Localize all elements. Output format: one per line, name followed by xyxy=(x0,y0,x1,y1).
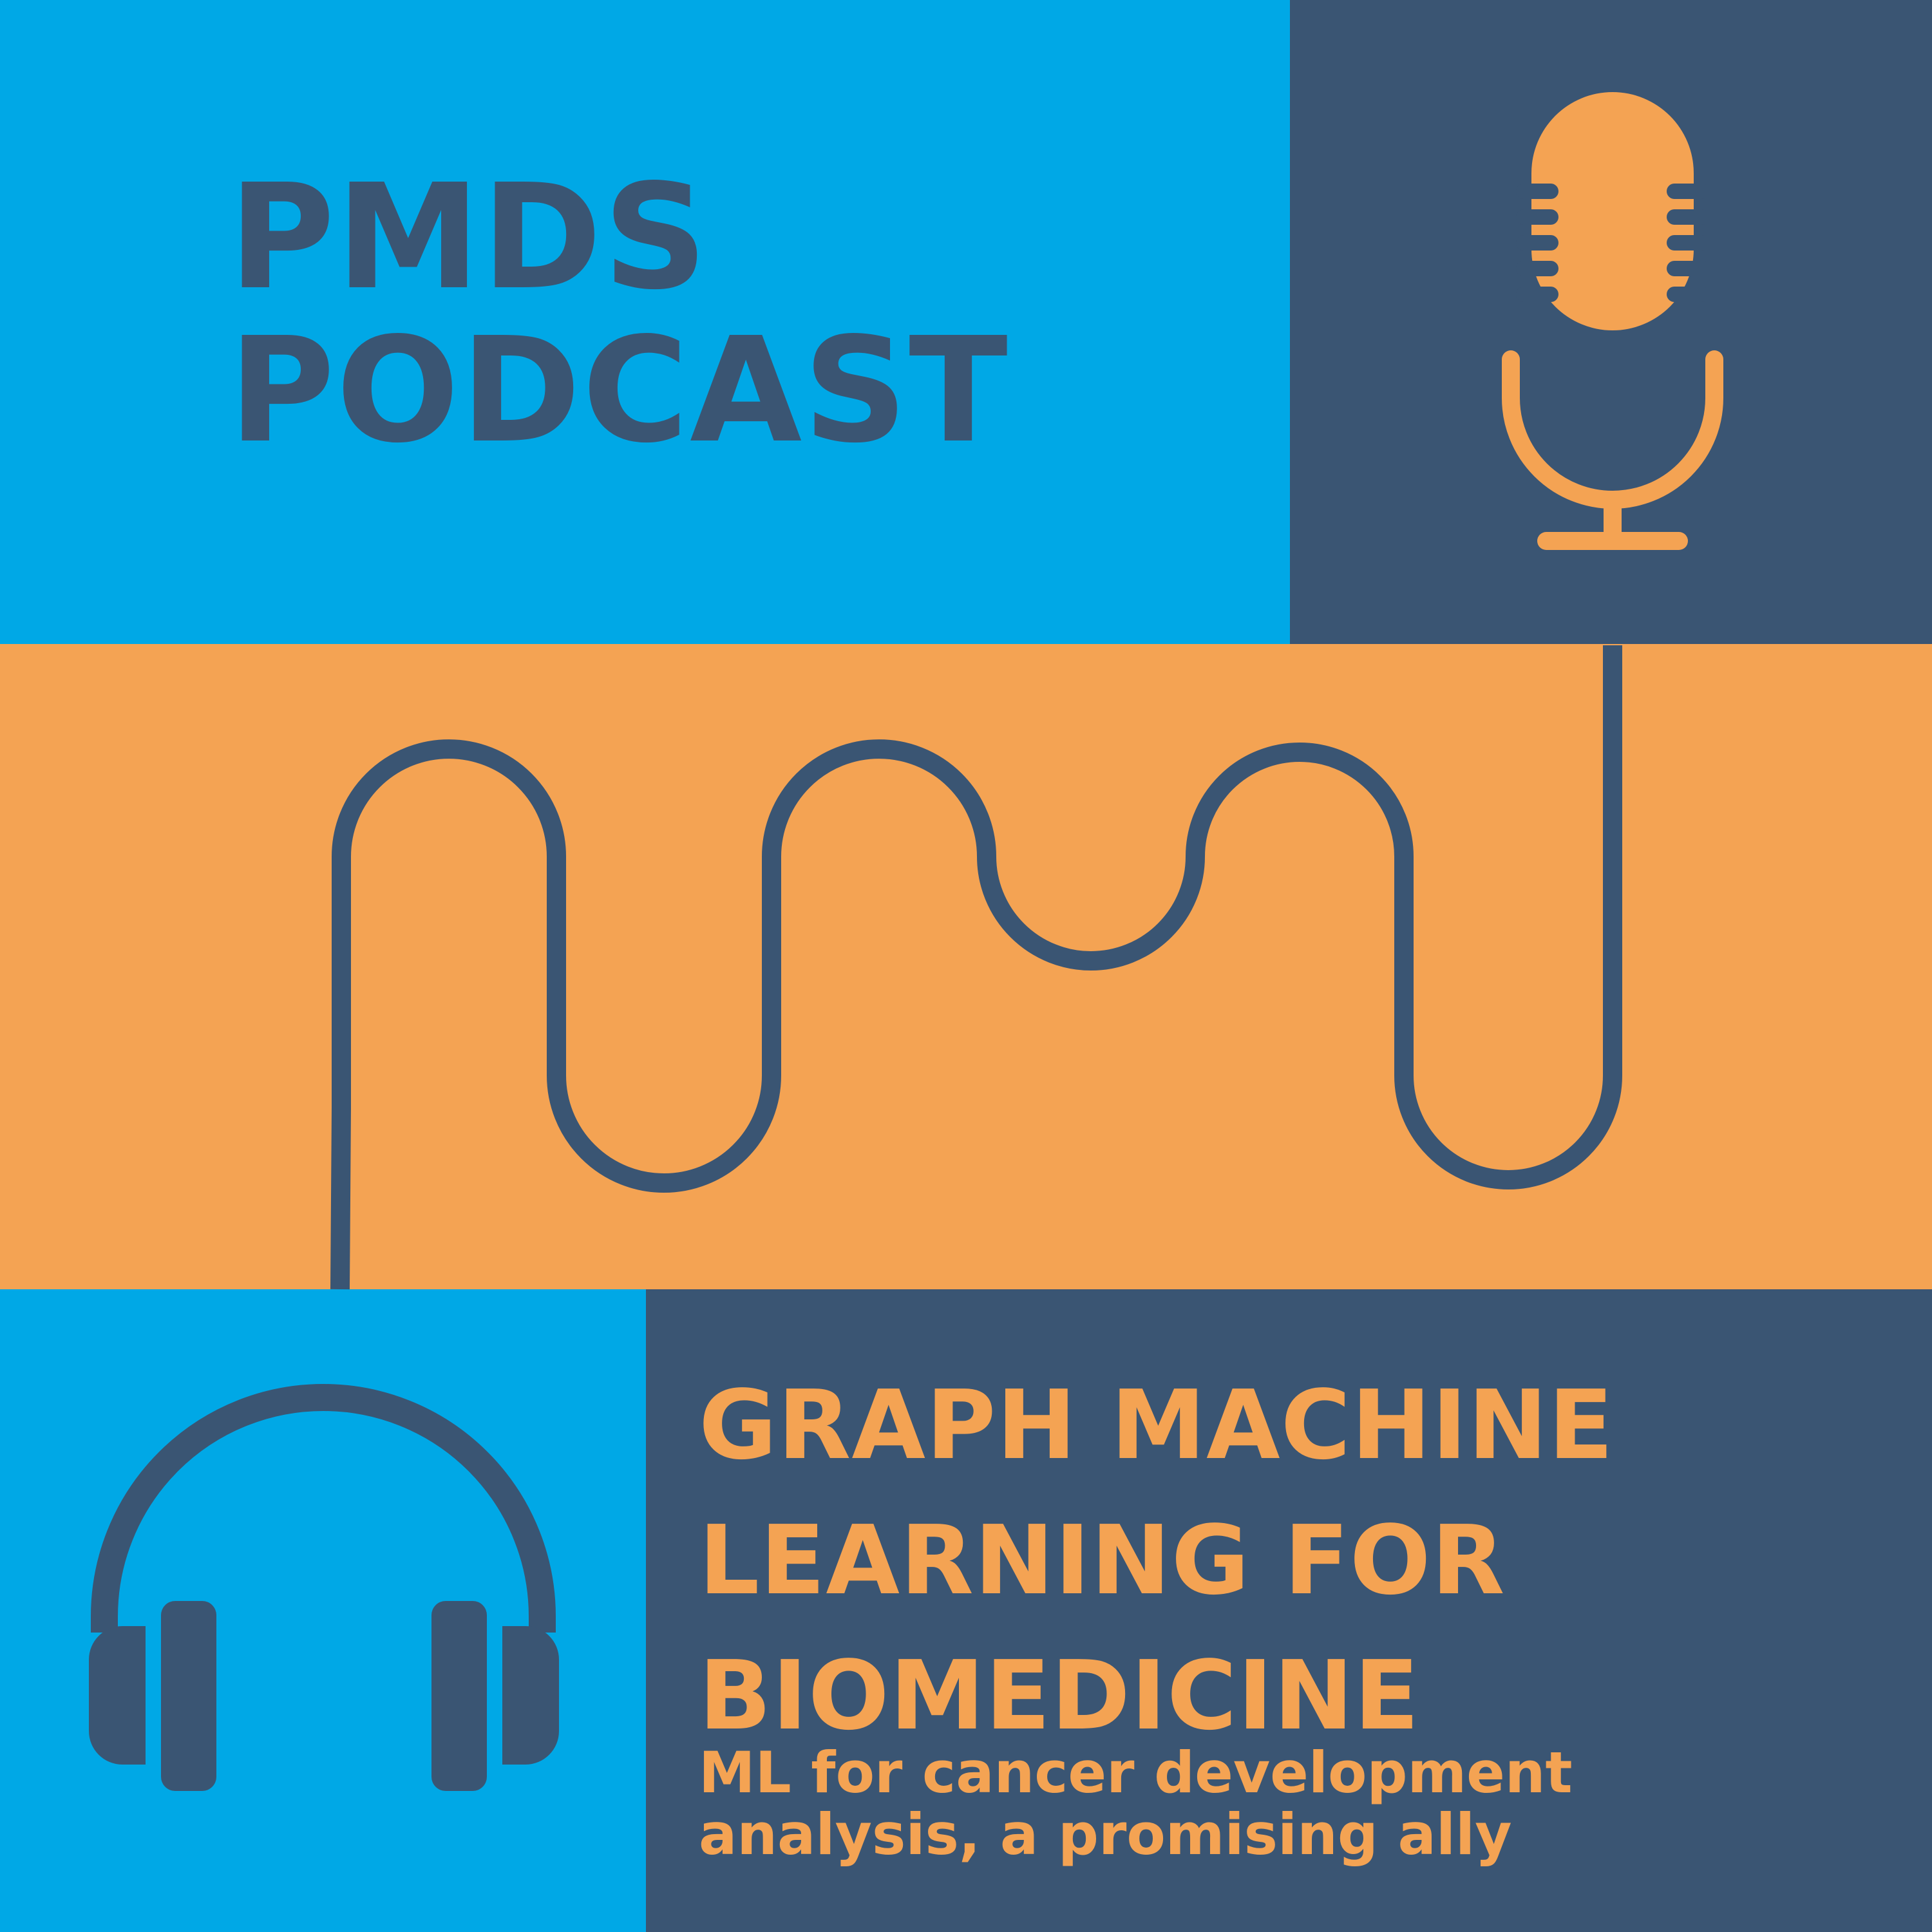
bottom-right-panel xyxy=(646,1289,1932,1932)
audio-cable-line xyxy=(330,645,1622,1290)
episode-subtitle: ML for cancer development analysis, a pr… xyxy=(699,1742,1573,1866)
episode-title-line-2: LEARNING FOR xyxy=(699,1505,1506,1616)
top-left-panel xyxy=(0,0,1290,644)
podcast-title-line-1: PMDS xyxy=(229,153,709,322)
episode-title-line-3: BIOMEDICINE xyxy=(699,1640,1420,1751)
episode-title-line-1: GRAPH MACHINE xyxy=(699,1370,1615,1481)
microphone-icon xyxy=(1502,92,1723,550)
headphones-icon xyxy=(89,1384,559,1791)
podcast-title-line-2: PODCAST xyxy=(229,307,1009,475)
podcast-title: PMDS PODCAST xyxy=(229,161,1009,468)
episode-subtitle-line-2: analysis, a promising ally xyxy=(699,1801,1512,1868)
episode-subtitle-line-1: ML for cancer development xyxy=(699,1739,1573,1806)
episode-title: GRAPH MACHINE LEARNING FOR BIOMEDICINE xyxy=(699,1358,1614,1763)
